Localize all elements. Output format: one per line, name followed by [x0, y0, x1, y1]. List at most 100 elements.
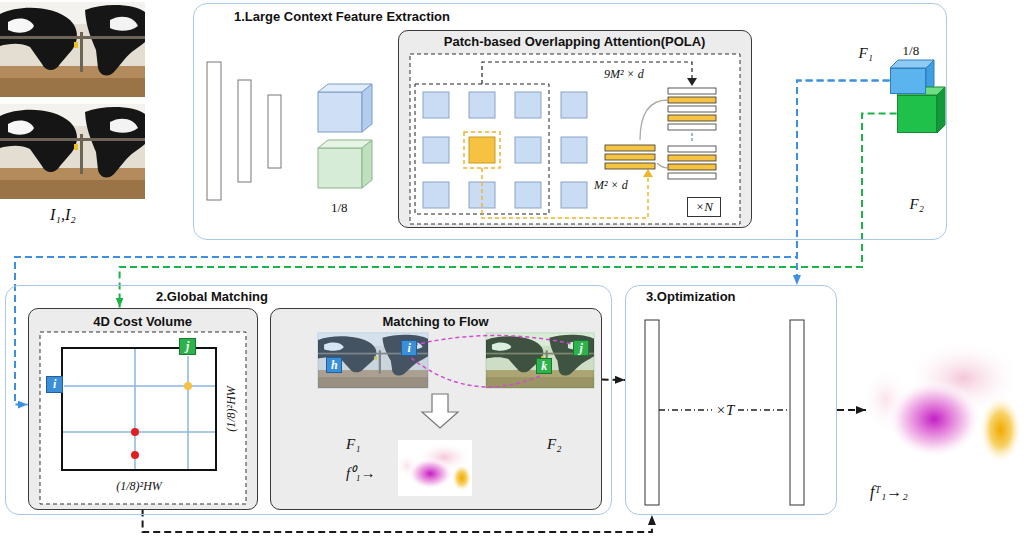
pola-module — [643, 169, 653, 177]
flow-connector — [602, 379, 625, 381]
cost-volume-module — [64, 385, 216, 387]
pola-module — [691, 133, 692, 143]
matching-module — [396, 440, 472, 496]
stage-panel: 1.Large Context Feature ExtractionPatch-… — [193, 3, 947, 240]
pola-module — [464, 132, 500, 168]
refinement-block — [659, 409, 712, 411]
encoder-layer — [238, 80, 251, 182]
feature-cuboid — [318, 92, 362, 132]
math-label: 9M² × d — [604, 67, 644, 82]
pola-module — [410, 54, 740, 224]
flow-connector — [837, 409, 866, 411]
input-images — [0, 2, 145, 97]
pixel-square: j — [573, 340, 589, 356]
refinement-block — [790, 320, 804, 505]
pola-module — [561, 182, 587, 208]
pixel-index: j — [574, 341, 588, 355]
pola-module — [668, 88, 716, 94]
pola-module — [668, 146, 716, 152]
pixel-square: j — [179, 338, 196, 355]
pola-module — [398, 30, 752, 228]
pola-module — [415, 84, 549, 214]
flow-connector — [797, 81, 890, 285]
flow-label: fᵀ₁→₂ — [870, 483, 908, 501]
pixel-index: k — [537, 359, 551, 373]
matching-module — [414, 336, 576, 346]
matching-module — [422, 394, 458, 428]
flow-connector — [143, 510, 652, 532]
cost-volume-module — [62, 348, 216, 470]
pola-module — [668, 155, 716, 161]
input-images — [0, 104, 145, 199]
pixel-square: i — [401, 340, 417, 356]
encoder-layer — [268, 95, 281, 168]
dimension-label: ×T — [716, 402, 734, 419]
cost-volume-module — [62, 348, 216, 470]
feature-label: F₁ — [859, 45, 873, 62]
math-label: F₂ — [547, 436, 561, 453]
matching-module — [410, 357, 540, 387]
feature-cuboid — [318, 84, 372, 188]
feature-map: F₂ — [897, 95, 937, 133]
pola-module — [668, 124, 716, 130]
flow-connector — [15, 81, 890, 405]
pola-module — [515, 182, 541, 208]
pola-module — [668, 97, 716, 103]
module-title: Matching to Flow — [271, 314, 601, 329]
pixel-index: j — [180, 339, 195, 354]
math-label: M² × d — [594, 178, 628, 193]
math-label: 1/8 — [331, 200, 348, 216]
pixel-square: h — [326, 357, 342, 373]
feature-cuboid — [937, 87, 945, 133]
cost-volume-module — [28, 308, 258, 510]
panel-heading: 1.Large Context Feature Extraction — [234, 9, 450, 24]
pola-module — [423, 137, 449, 163]
pola-module — [423, 92, 587, 208]
pola-module — [482, 62, 692, 84]
pola-module — [605, 88, 716, 179]
cost-volume-module — [40, 332, 246, 504]
matching-module — [318, 333, 428, 388]
feature-label: 1/8 — [903, 43, 920, 59]
cost-volume-module — [131, 428, 139, 436]
module-title: Patch-based Overlapping Attention(POLA) — [399, 34, 751, 49]
pola-module — [657, 163, 668, 168]
cost-volume-module — [28, 308, 258, 510]
feature-cuboid — [362, 84, 372, 132]
dimension-label: (1/8)²HW — [116, 479, 162, 494]
input-images — [0, 2, 145, 199]
pola-module — [515, 137, 541, 163]
pola-module — [668, 106, 716, 112]
output-flow — [861, 335, 1022, 475]
flow-output: fᵀ₁→₂ — [866, 335, 1022, 510]
feature-map: F₁1/8 — [890, 68, 926, 94]
pixel-square: k — [536, 358, 552, 374]
pola-module — [668, 173, 716, 179]
math-label: F₁ — [346, 436, 360, 453]
pixel-index: i — [402, 341, 416, 355]
encoder-layer — [207, 62, 281, 200]
matching-module — [270, 308, 602, 510]
module-box: Matching to Flow h i k j — [270, 308, 602, 510]
stage-panel: 3.Optimization — [625, 285, 837, 515]
feature-cuboid — [362, 140, 372, 188]
cost-volume-module — [187, 356, 189, 470]
cost-volume-module — [131, 451, 139, 459]
pola-module — [423, 182, 449, 208]
pola-module — [668, 164, 716, 170]
pola-module — [561, 92, 587, 118]
matching-module — [486, 333, 594, 388]
encoder-layer — [207, 62, 221, 200]
pola-module — [515, 92, 541, 118]
pola-module — [668, 115, 716, 121]
feature-cuboid — [890, 60, 945, 133]
math-label: I₁,I₂ — [50, 206, 76, 224]
pixel-square: i — [46, 376, 63, 393]
refinement-block — [645, 320, 659, 505]
pola-module — [469, 92, 495, 118]
pola-module — [482, 168, 648, 218]
pixel-index: h — [327, 358, 341, 372]
stage-panel: 2.Global Matching4D Cost VolumeijMatchin… — [5, 285, 612, 515]
pola-module — [469, 137, 495, 163]
